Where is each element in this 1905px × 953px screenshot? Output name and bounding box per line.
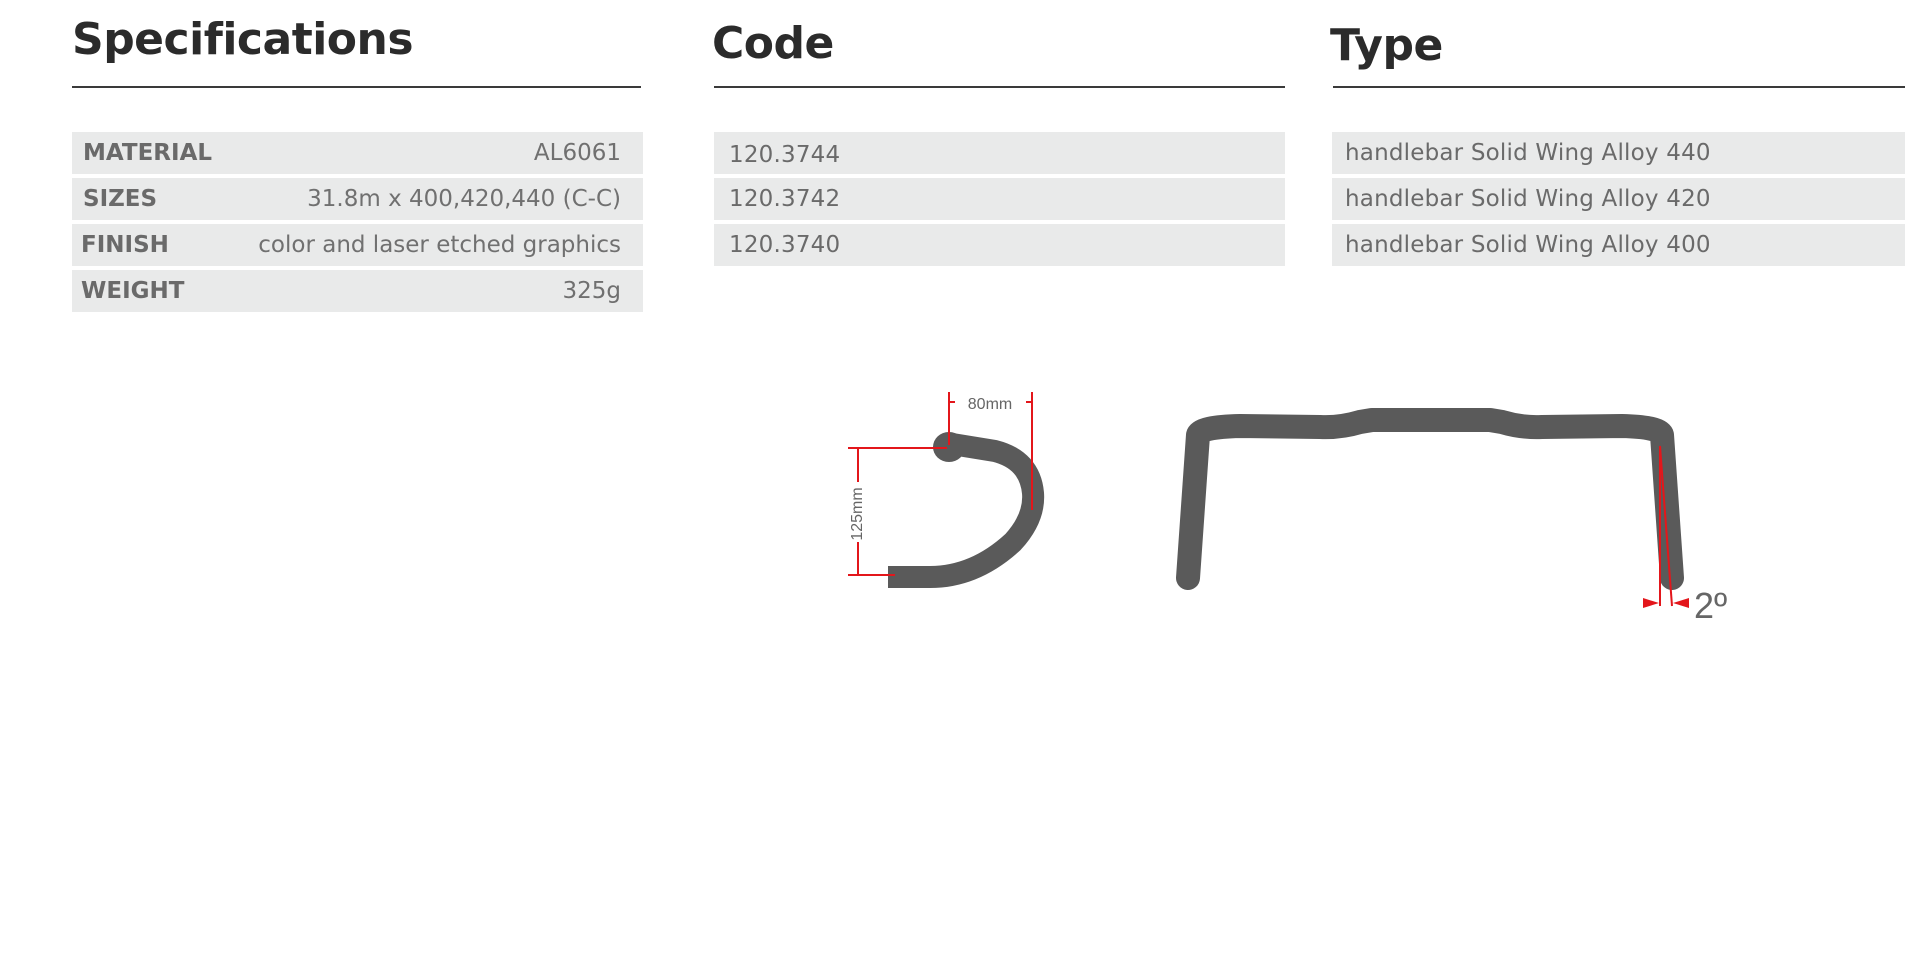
flare-label: 2º	[1694, 585, 1727, 626]
spec-value: 325g	[562, 278, 622, 304]
code-divider	[714, 86, 1285, 88]
type-row: handlebar Solid Wing Alloy 400	[1332, 224, 1905, 266]
spec-row-material: MATERIAL AL6061	[72, 132, 643, 174]
side-profile-view: 80mm 125mm	[848, 392, 1045, 588]
type-row: handlebar Solid Wing Alloy 420	[1332, 178, 1905, 220]
clamp-section	[933, 432, 965, 462]
code-row: 120.3740	[714, 224, 1285, 266]
specifications-heading: Specifications	[72, 14, 414, 65]
reach-label: 80mm	[968, 396, 1012, 413]
spec-label: FINISH	[81, 232, 169, 258]
spec-label: WEIGHT	[81, 278, 185, 304]
reach-dimension	[948, 392, 1033, 510]
type-value: handlebar Solid Wing Alloy 400	[1345, 232, 1711, 258]
spec-row-weight: WEIGHT 325g	[72, 270, 643, 312]
type-divider	[1333, 86, 1905, 88]
handlebar-side-profile	[888, 433, 1045, 588]
type-value: handlebar Solid Wing Alloy 420	[1345, 186, 1711, 212]
spec-row-finish: FINISH color and laser etched graphics	[72, 224, 643, 266]
spec-label: SIZES	[83, 186, 158, 212]
drop-label: 125mm	[849, 487, 866, 540]
front-view: 2º	[1176, 408, 1727, 626]
code-row: 120.3742	[714, 178, 1285, 220]
code-heading: Code	[712, 18, 834, 69]
flare-arrow-right-icon	[1673, 598, 1689, 608]
code-value: 120.3742	[729, 186, 841, 212]
drop-dimension	[848, 447, 947, 576]
spec-value: color and laser etched graphics	[258, 232, 621, 258]
spec-value: 31.8m x 400,420,440 (C-C)	[307, 186, 621, 212]
flare-dimension	[1659, 445, 1673, 607]
flare-arrow-left-icon	[1643, 598, 1659, 608]
type-value: handlebar Solid Wing Alloy 440	[1345, 140, 1711, 166]
spec-value: AL6061	[533, 140, 621, 166]
code-value: 120.3740	[729, 232, 841, 258]
spec-row-sizes: SIZES 31.8m x 400,420,440 (C-C)	[72, 178, 643, 220]
handlebar-front-profile	[1176, 408, 1684, 590]
type-row: handlebar Solid Wing Alloy 440	[1332, 132, 1905, 174]
specifications-divider	[72, 86, 641, 88]
type-heading: Type	[1330, 20, 1443, 71]
code-value: 120.3744	[729, 142, 841, 168]
spec-label: MATERIAL	[83, 140, 213, 166]
code-row: 120.3744	[714, 132, 1285, 174]
